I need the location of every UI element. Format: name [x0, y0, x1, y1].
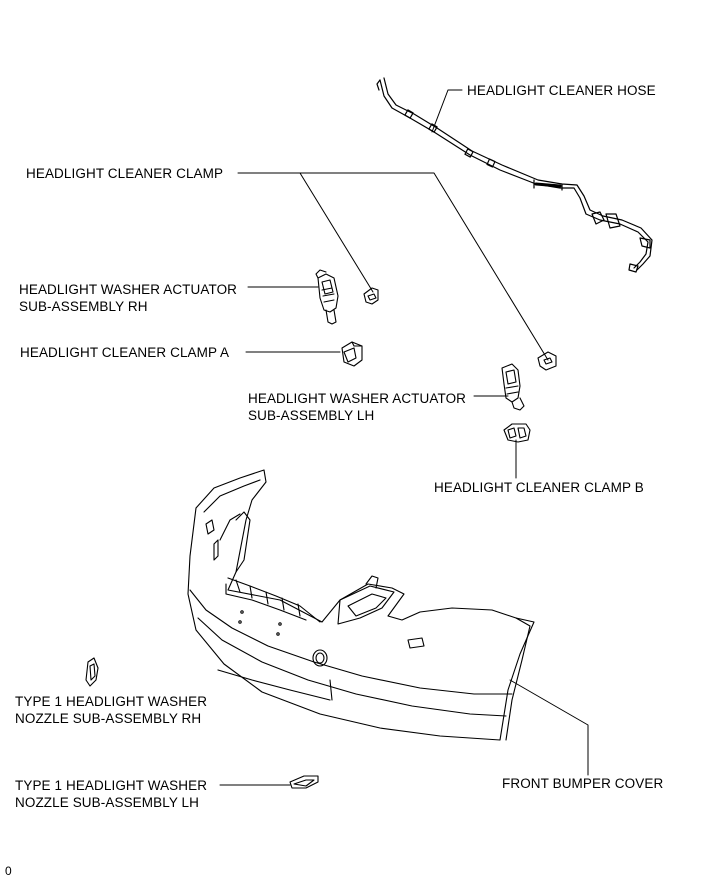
label-nozzle-rh-line2: NOZZLE SUB-ASSEMBLY RH [15, 711, 202, 726]
headlight-cleaner-clamp-a [341, 341, 363, 367]
label-hose-text: HEADLIGHT CLEANER HOSE [467, 83, 656, 98]
headlight-cleaner-hose [376, 77, 653, 273]
headlight-cleaner-clamp-lh [537, 351, 557, 371]
leader-lines [219, 89, 589, 786]
figure-code-text: 0 [5, 864, 12, 878]
washer-nozzle-rh [85, 657, 99, 687]
label-clamp-b-text: HEADLIGHT CLEANER CLAMP B [434, 480, 644, 495]
label-actuator-rh-line2: SUB-ASSEMBLY RH [19, 299, 148, 314]
label-nozzle-lh-line2: NOZZLE SUB-ASSEMBLY LH [15, 795, 200, 810]
leader-clamp [237, 172, 549, 361]
label-hose: HEADLIGHT CLEANER HOSE [467, 82, 656, 99]
label-actuator-lh-line2: SUB-ASSEMBLY LH [248, 408, 375, 423]
label-bumper-text: FRONT BUMPER COVER [502, 776, 664, 791]
label-nozzle-rh-line1: TYPE 1 HEADLIGHT WASHER [15, 694, 208, 709]
label-clamp-text: HEADLIGHT CLEANER CLAMP [26, 166, 224, 181]
label-actuator-rh: HEADLIGHT WASHER ACTUATOR SUB-ASSEMBLY R… [19, 281, 237, 315]
headlight-cleaner-clamp-rh [363, 287, 379, 305]
label-actuator-lh: HEADLIGHT WASHER ACTUATOR SUB-ASSEMBLY L… [248, 390, 466, 424]
leader-clamp-branch [299, 172, 374, 293]
label-clamp-a: HEADLIGHT CLEANER CLAMP A [20, 344, 229, 361]
headlight-washer-actuator-rh [315, 269, 339, 325]
leader-hose [431, 89, 463, 133]
label-bumper: FRONT BUMPER COVER [502, 775, 663, 792]
headlight-cleaner-clamp-b [503, 423, 531, 443]
figure-code: 0 [5, 863, 12, 880]
washer-nozzle-lh [289, 775, 319, 789]
label-clamp-a-text: HEADLIGHT CLEANER CLAMP A [20, 345, 230, 360]
label-actuator-lh-line1: HEADLIGHT WASHER ACTUATOR [248, 391, 467, 406]
label-nozzle-lh: TYPE 1 HEADLIGHT WASHER NOZZLE SUB-ASSEM… [15, 777, 207, 811]
label-nozzle-rh: TYPE 1 HEADLIGHT WASHER NOZZLE SUB-ASSEM… [15, 693, 207, 727]
label-actuator-rh-line1: HEADLIGHT WASHER ACTUATOR [19, 282, 238, 297]
leader-bumper [509, 679, 589, 776]
label-nozzle-lh-line1: TYPE 1 HEADLIGHT WASHER [15, 778, 208, 793]
headlight-washer-actuator-lh [501, 363, 525, 411]
label-clamp: HEADLIGHT CLEANER CLAMP [26, 165, 223, 182]
front-bumper-cover [187, 469, 535, 741]
label-clamp-b: HEADLIGHT CLEANER CLAMP B [434, 479, 644, 496]
